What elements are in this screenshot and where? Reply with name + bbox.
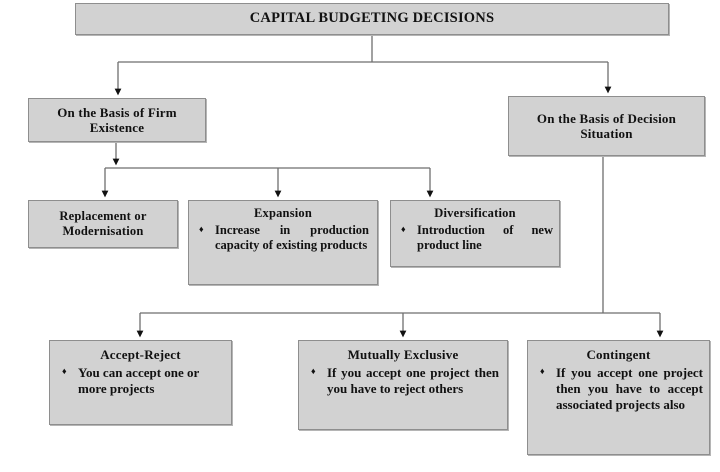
diamond-bullet-icon: ♦	[199, 223, 204, 234]
node-contingent: Contingent ♦ If you accept one project t…	[527, 340, 710, 455]
bullet-text: Introduction of new product line	[417, 222, 553, 252]
bullet-list: ♦ If you accept one project then you hav…	[299, 365, 507, 397]
diamond-bullet-icon: ♦	[311, 366, 316, 377]
node-title: Expansion	[253, 206, 313, 220]
bullet-list: ♦ You can accept one or more projects	[50, 365, 231, 397]
node-on-the-basis-of-firm-existence: On the Basis of Firm Existence	[28, 98, 206, 142]
list-item: ♦ If you accept one project then you hav…	[311, 365, 499, 397]
list-item: ♦ Introduction of new product line	[401, 223, 553, 254]
node-title: Mutually Exclusive	[347, 347, 459, 362]
node-title: CAPITAL BUDGETING DECISIONS	[249, 10, 495, 27]
bullet-text: If you accept one project then you have …	[327, 365, 499, 397]
node-mutually-exclusive: Mutually Exclusive ♦ If you accept one p…	[298, 340, 508, 430]
diamond-bullet-icon: ♦	[62, 366, 67, 377]
list-item: ♦ You can accept one or more projects	[62, 365, 225, 397]
node-capital-budgeting-decisions: CAPITAL BUDGETING DECISIONS	[75, 3, 669, 35]
node-title: Contingent	[586, 347, 651, 362]
bullet-text: Increase in production capacity of exist…	[215, 222, 369, 252]
node-title: On the Basis of Firm Existence	[57, 104, 177, 135]
diamond-bullet-icon: ♦	[401, 223, 406, 234]
diamond-bullet-icon: ♦	[540, 366, 545, 377]
node-replacement-or-modernisation: Replacement or Modernisation	[28, 200, 178, 248]
bullet-text: If you accept one project then you have …	[556, 365, 703, 413]
node-on-the-basis-of-decision-situation: On the Basis of Decision Situation	[508, 96, 705, 156]
bullet-list: ♦ Introduction of new product line	[391, 223, 559, 254]
node-expansion: Expansion ♦ Increase in production capac…	[188, 200, 378, 285]
node-title: Replacement or Modernisation	[59, 209, 147, 238]
bullet-list: ♦ Increase in production capacity of exi…	[189, 223, 377, 254]
bullet-text: You can accept one or more projects	[78, 365, 200, 397]
node-accept-reject: Accept-Reject ♦ You can accept one or mo…	[49, 340, 232, 425]
list-item: ♦ If you accept one project then you hav…	[540, 365, 703, 413]
node-title: Accept-Reject	[100, 347, 181, 362]
list-item: ♦ Increase in production capacity of exi…	[199, 223, 369, 254]
node-title: On the Basis of Decision Situation	[536, 110, 677, 141]
bullet-list: ♦ If you accept one project then you hav…	[528, 365, 709, 413]
node-diversification: Diversification ♦ Introduction of new pr…	[390, 200, 560, 267]
node-title: Diversification	[434, 206, 516, 220]
